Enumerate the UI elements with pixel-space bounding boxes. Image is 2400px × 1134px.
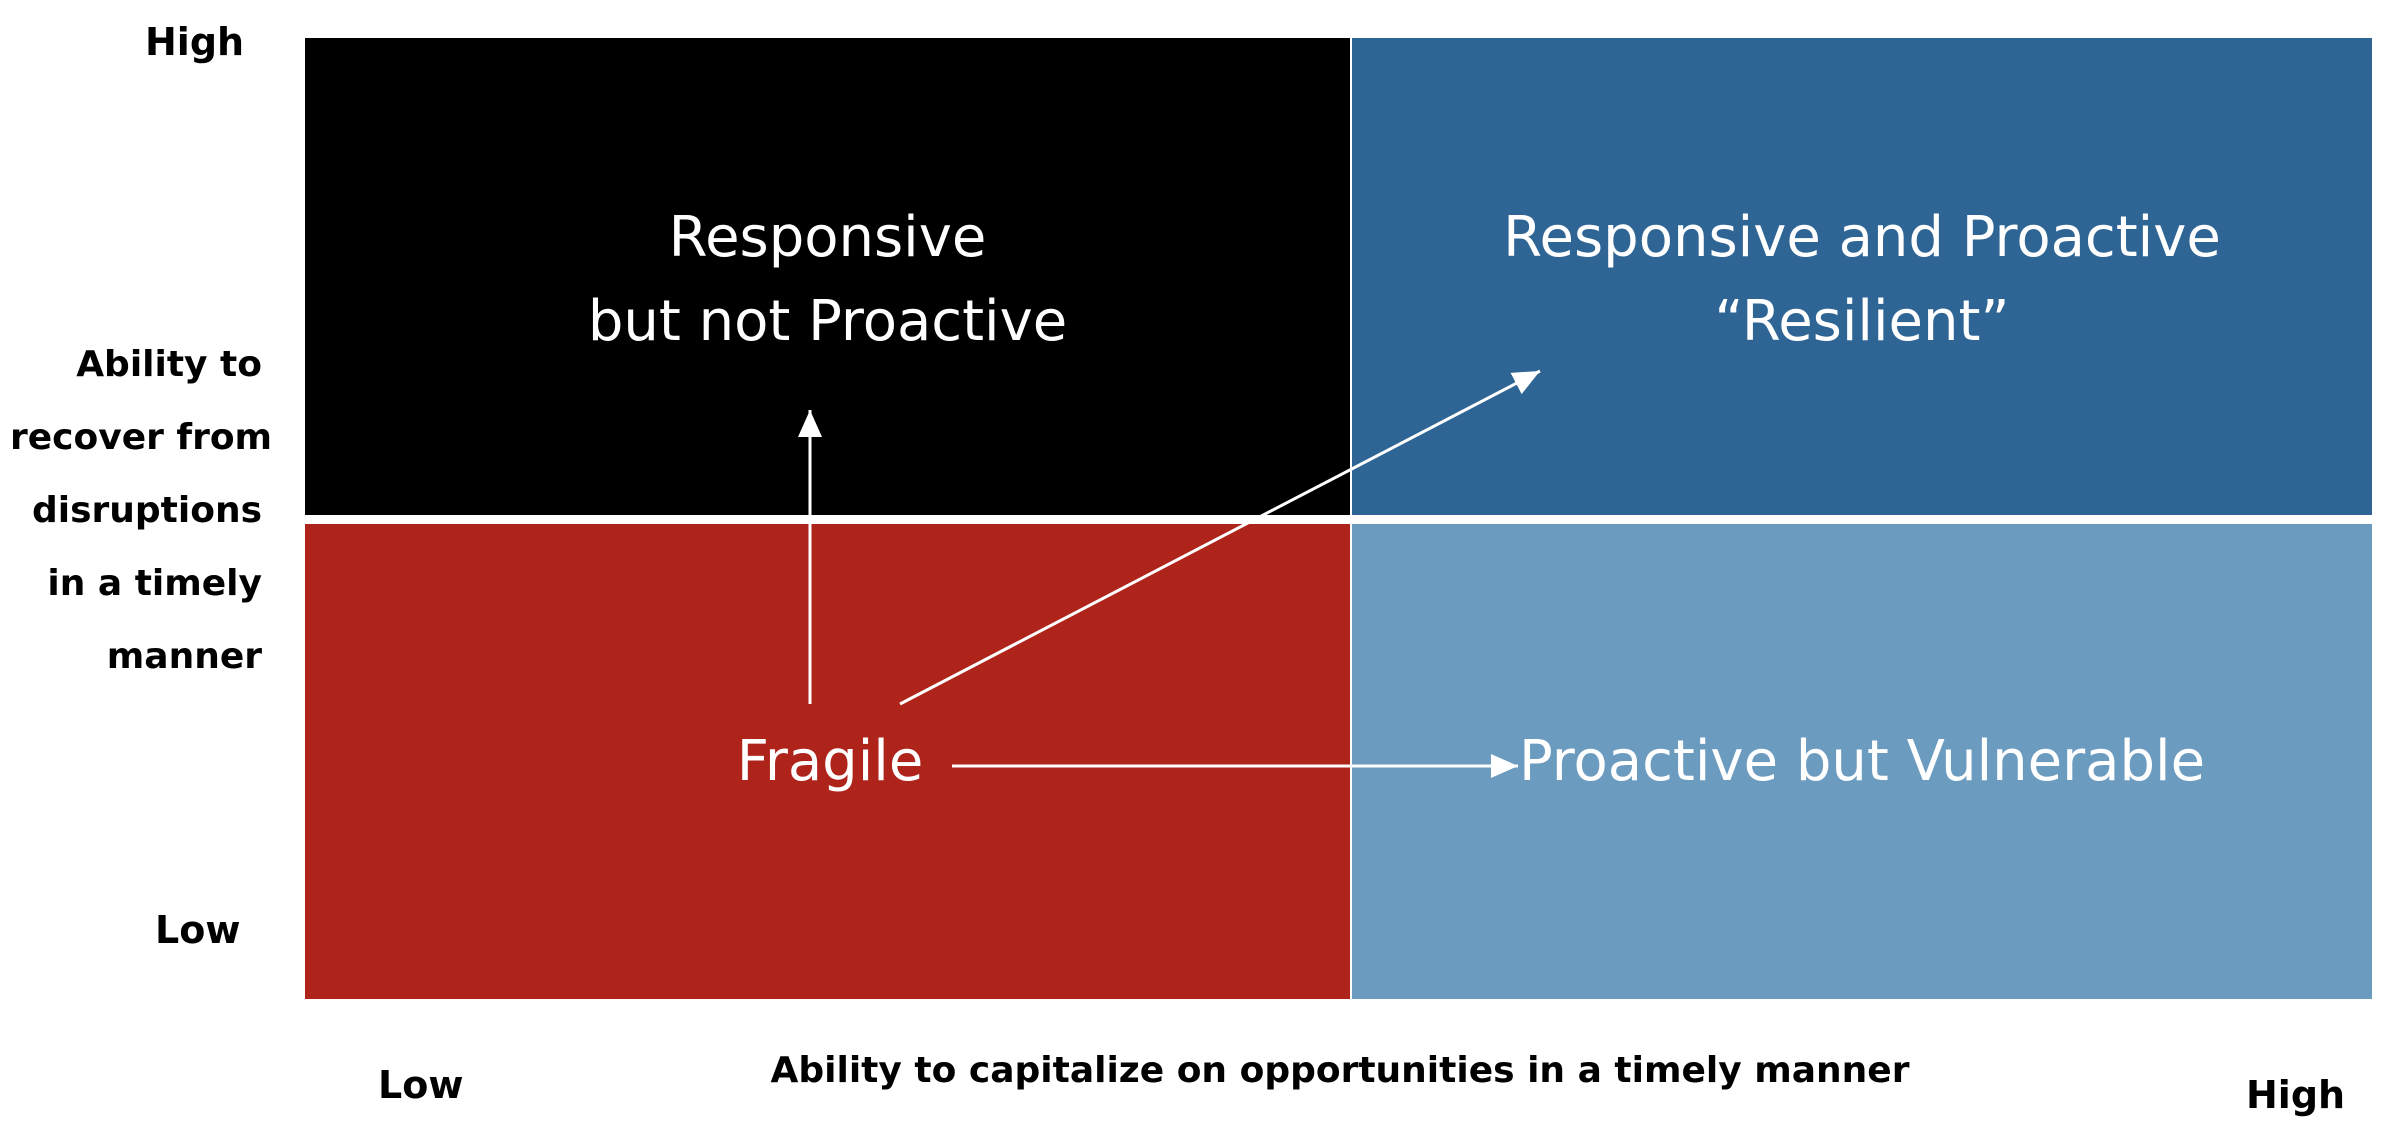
- quadrant-label-bottom-right: Proactive but Vulnerable: [1518, 729, 2206, 794]
- quadrant-label-top-left: Responsive but not Proactive: [305, 196, 1350, 364]
- quadrant-label-line: Responsive: [668, 205, 987, 270]
- quadrant-label-line: “Resilient”: [1714, 289, 2010, 354]
- quadrant-label-top-right: Responsive and Proactive “Resilient”: [1352, 196, 2372, 364]
- quadrant-label-fragile: Fragile: [736, 729, 924, 794]
- quadrant-label-line: but not Proactive: [587, 289, 1068, 354]
- y-axis-title-line: recover from: [10, 417, 273, 458]
- y-axis-title-line: in a timely: [47, 563, 262, 604]
- y-axis-title-line: disruptions: [31, 490, 262, 531]
- x-axis-title: Ability to capitalize on opportunities i…: [770, 1050, 1910, 1091]
- y-axis-title-line: manner: [106, 636, 262, 677]
- y-axis-low-label: Low: [155, 908, 241, 952]
- quadrant-label-line: Responsive and Proactive: [1503, 205, 2221, 270]
- x-axis-high-label: High: [2246, 1073, 2346, 1117]
- x-axis-low-label: Low: [378, 1063, 464, 1107]
- y-axis-title: Ability to recover from disruptions in a…: [10, 328, 273, 693]
- y-axis-high-label: High: [145, 20, 245, 64]
- y-axis-title-line: Ability to: [76, 344, 262, 385]
